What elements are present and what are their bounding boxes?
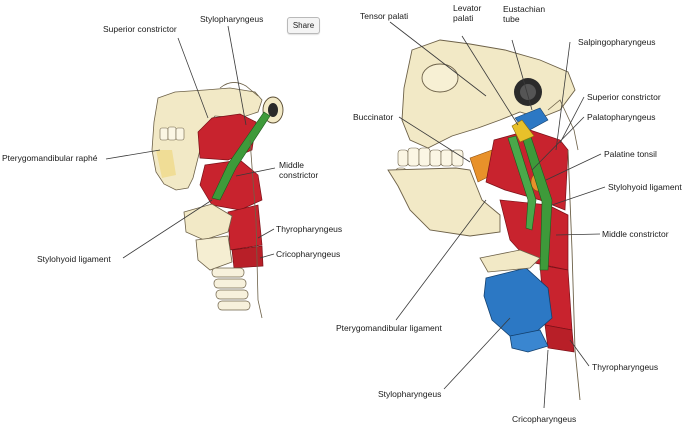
- label-right-eustachian-tube-line1: Eustachian: [503, 4, 546, 14]
- label-right-middle-constrictor: Middle constrictor: [602, 229, 669, 239]
- right-palatopharyngeus-muscle: [507, 135, 537, 231]
- right-cricopharyngeus-muscle: [544, 324, 575, 353]
- left-figure: [151, 82, 284, 319]
- left-trachea: [211, 267, 251, 311]
- label-right-buccinator: Buccinator: [353, 112, 394, 122]
- label-left-pterygomandibular-raphe: Pterygomandibular raphé: [2, 153, 98, 163]
- label-right-pterygomandibular-ligament: Pterygomandibular ligament: [336, 323, 442, 333]
- right-styloid-process: [547, 99, 579, 151]
- share-button[interactable]: Share: [287, 17, 320, 34]
- label-right-stylohyoid-ligament: Stylohyoid ligament: [608, 182, 682, 192]
- label-left-stylohyoid-ligament: Stylohyoid ligament: [37, 254, 111, 264]
- label-right-eustachian-tube-line2: tube: [503, 14, 520, 24]
- right-hyoid-bone: [479, 249, 541, 273]
- label-left-middle-constrictor-line2: constrictor: [279, 170, 319, 180]
- leader-lines: [105, 21, 606, 409]
- label-right-thyropharyngeus: Thyropharyngeus: [592, 362, 659, 372]
- right-skull-bone: [401, 39, 576, 149]
- left-hyoid-bone: [183, 203, 233, 241]
- left-spine-outline: [249, 139, 263, 319]
- left-teeth: [159, 126, 185, 141]
- left-skull-top: [219, 82, 259, 97]
- label-left-middle-constrictor-line1: Middle: [279, 160, 305, 170]
- right-orbit: [421, 63, 459, 93]
- left-larynx: [195, 235, 233, 271]
- right-levator-palati-muscle: [511, 119, 535, 143]
- label-left-stylopharyngeus: Stylopharyngeus: [200, 14, 264, 24]
- label-right-tensor-palati: Tensor palati: [360, 11, 409, 21]
- label-right-salpingopharyngeus: Salpingopharyngeus: [578, 37, 656, 47]
- label-left-superior-constrictor: Superior constrictor: [103, 24, 177, 34]
- left-thyropharyngeus-muscle: [227, 204, 263, 251]
- label-right-superior-constrictor: Superior constrictor: [587, 92, 661, 102]
- right-figure: [387, 39, 581, 401]
- label-right-palatopharyngeus: Palatopharyngeus: [587, 112, 656, 122]
- label-right-levator-palati-line2: palati: [453, 13, 474, 23]
- label-right-palatine-tonsil: Palatine tonsil: [604, 149, 657, 159]
- right-cricoid-cartilage: [509, 329, 549, 353]
- left-fat-hatching: [156, 150, 176, 178]
- right-spine-outline: [567, 149, 581, 401]
- label-right-levator-palati-line1: Levator: [453, 3, 482, 13]
- left-stylopharyngeus-muscle: [211, 111, 271, 201]
- label-left-thyropharyngeus: Thyropharyngeus: [276, 224, 343, 234]
- label-right-cricopharyngeus: Cricopharyngeus: [512, 414, 577, 424]
- left-cricopharyngeus-muscle: [231, 245, 264, 269]
- label-right-stylopharyngeus: Stylopharyngeus: [378, 389, 442, 399]
- label-left-cricopharyngeus: Cricopharyngeus: [276, 249, 341, 259]
- right-upper-teeth: [397, 147, 464, 167]
